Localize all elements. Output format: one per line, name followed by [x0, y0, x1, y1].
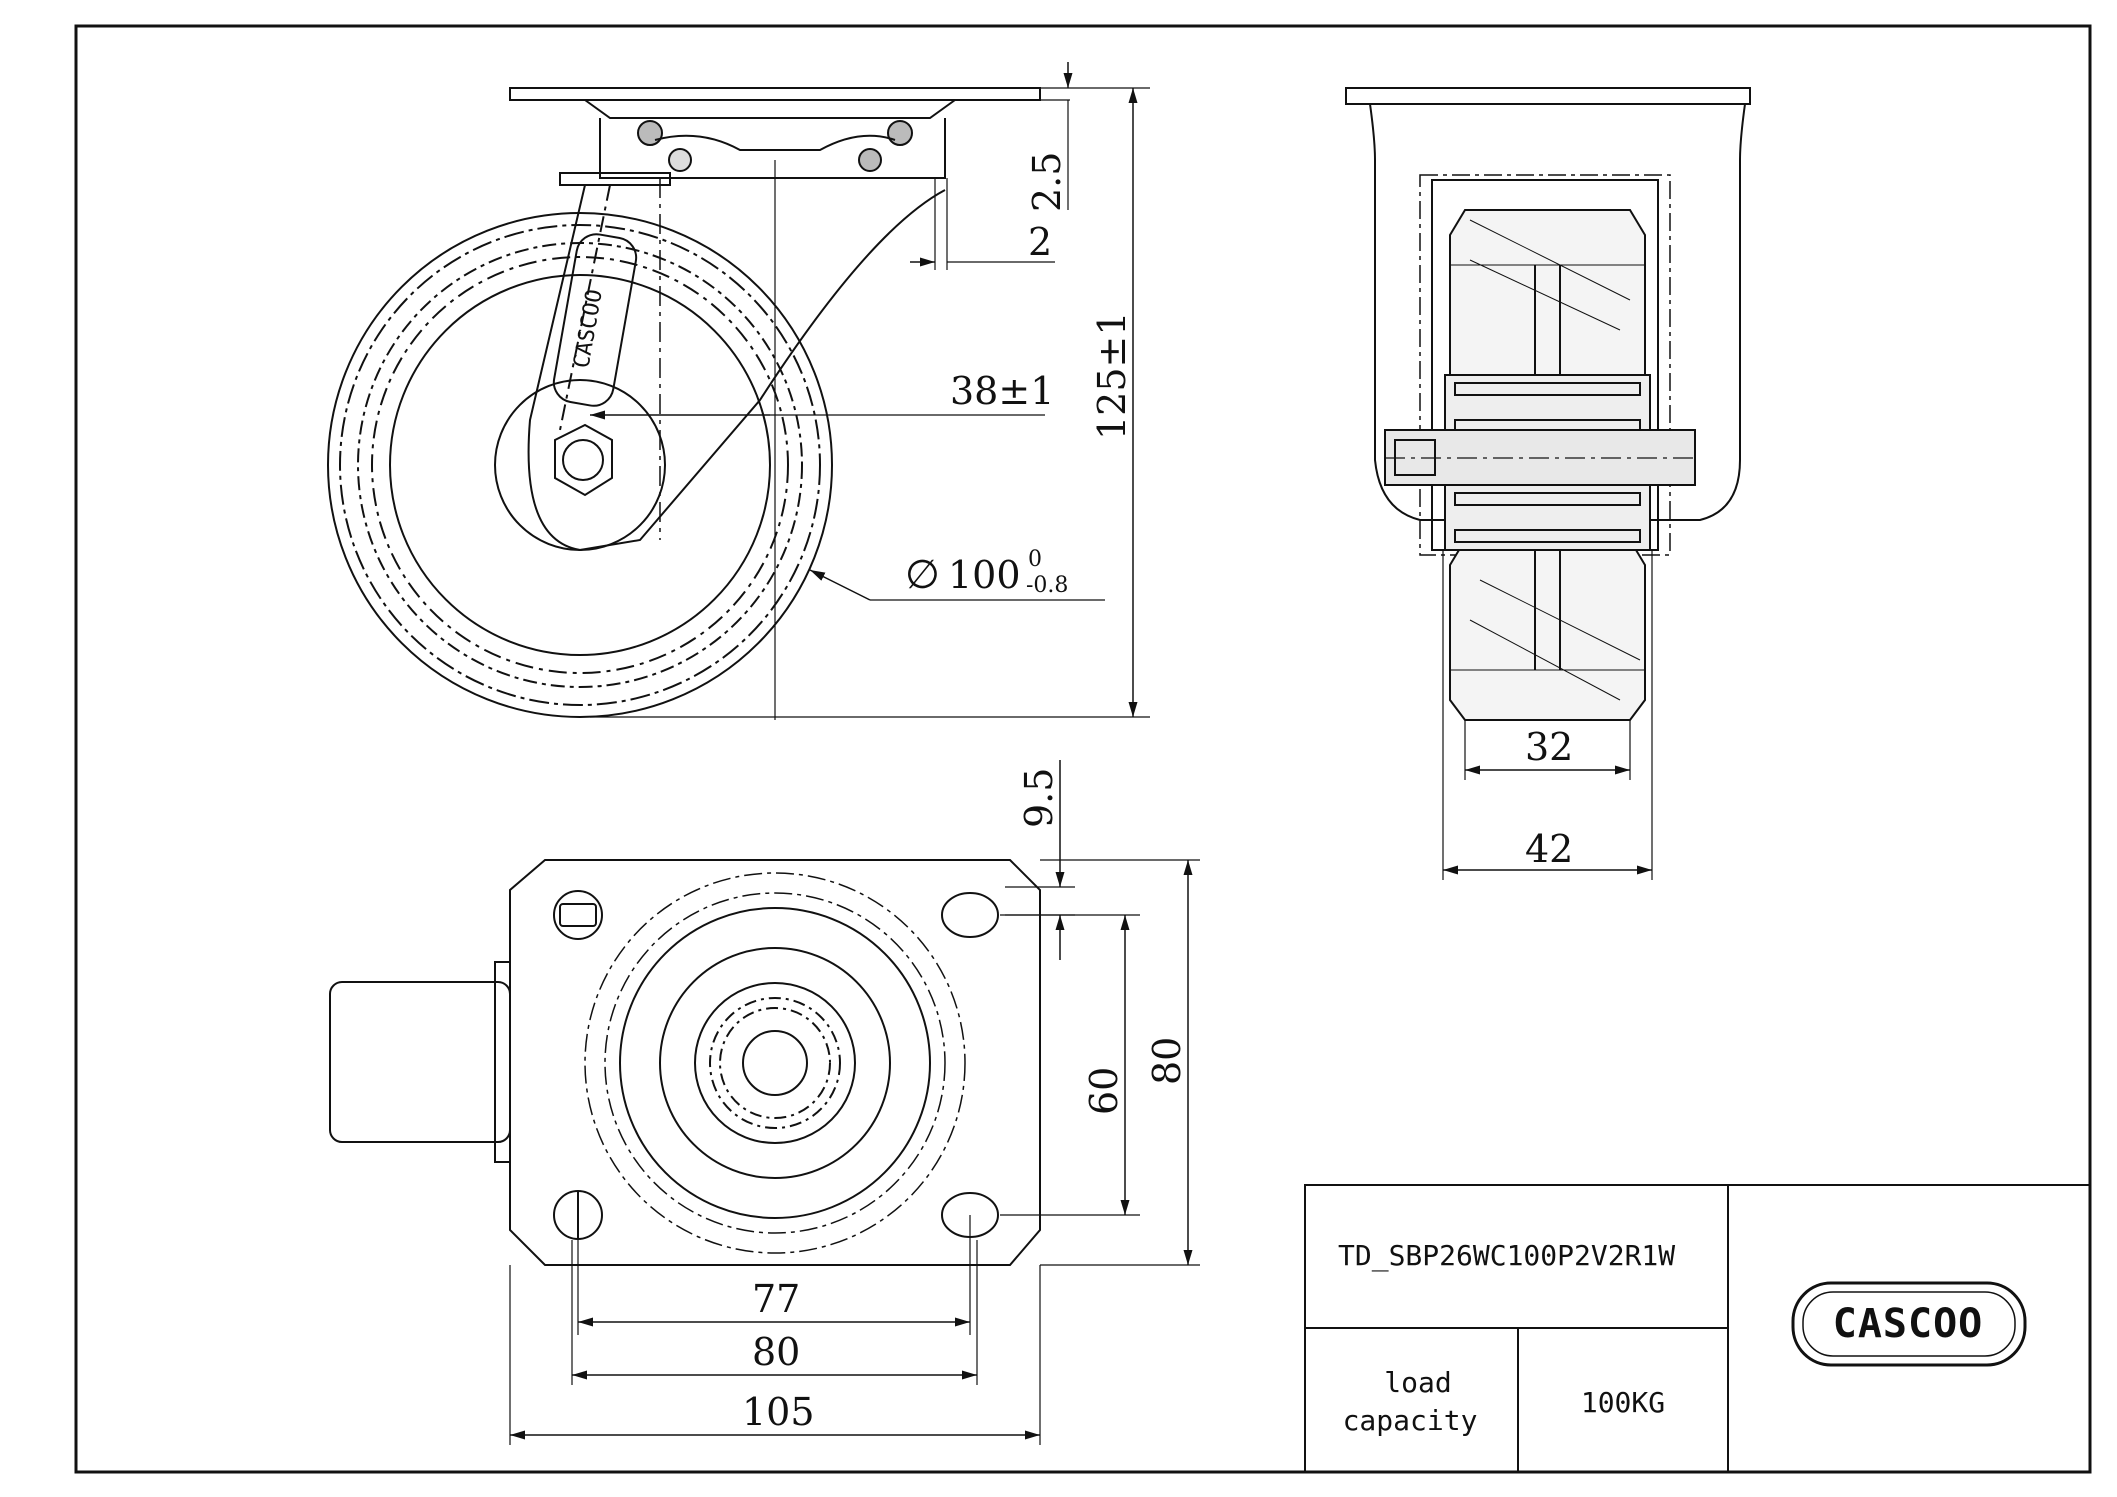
dim-gap: 2: [1028, 220, 1052, 264]
dim-width: 42: [1525, 827, 1573, 871]
dim-tread: 32: [1525, 725, 1573, 769]
top-view: 9.5 60 80 77 80 105: [329, 760, 1200, 1445]
side-view: CASCOO 38±1 ∅ 100 0 -0.8 125±1 2.5 2: [327, 62, 1150, 720]
dim-hole-spacing: 77: [752, 1277, 800, 1321]
bearing-lower: [1444, 484, 1651, 551]
top-plate: [509, 87, 1041, 101]
wheel-hub: [494, 379, 666, 551]
dim-height: 125±1: [1090, 311, 1134, 440]
front-top-plate: [1345, 87, 1751, 105]
brake-lever: [329, 981, 511, 1143]
fork-leg: [527, 184, 946, 552]
dim-diameter-symbol: ∅: [905, 552, 940, 598]
dim-diameter: 100: [948, 553, 1021, 597]
dim-tol-upper: 0: [1028, 547, 1042, 572]
bearing-ball-right: [887, 120, 913, 146]
load-value: 100KG: [1581, 1386, 1665, 1419]
svg-text:CASCOO: CASCOO: [569, 288, 607, 371]
load-label-line2: capacity: [1343, 1404, 1478, 1437]
load-label-line1: load: [1384, 1366, 1451, 1399]
dim-plate-inner-width: 80: [752, 1330, 800, 1374]
part-number: TD_SBP26WC100P2V2R1W: [1338, 1239, 1675, 1273]
dim-plate-width: 105: [742, 1390, 815, 1434]
dim-plate-height: 80: [1145, 1037, 1189, 1085]
axle-nut: [554, 423, 613, 497]
dim-hole-spacing-vertical: 9.5: [1017, 768, 1061, 828]
dim-eccentricity: 38±1: [950, 369, 1054, 413]
brand-logo: CASCOO: [1791, 1281, 2027, 1367]
front-view: 32 42: [1345, 87, 1751, 880]
title-block: TD_SBP26WC100P2V2R1W load capacity 100KG…: [1304, 1184, 2091, 1473]
wheel-section: [1449, 209, 1646, 721]
kingpin-hole: [742, 1030, 808, 1096]
drawing-border: [74, 24, 2092, 1474]
bearing-ball-left: [637, 120, 663, 146]
dim-offset: 2.5: [1025, 152, 1069, 212]
dim-tol-lower: -0.8: [1026, 573, 1068, 598]
dim-plate-inner: 60: [1082, 1067, 1126, 1115]
mounting-hole: [941, 892, 999, 938]
mounting-hole: [553, 890, 603, 940]
wheel-outer: [327, 212, 833, 718]
svg-text:CASCOO: CASCOO: [1833, 1301, 1984, 1347]
mounting-plate: [509, 859, 1041, 1266]
